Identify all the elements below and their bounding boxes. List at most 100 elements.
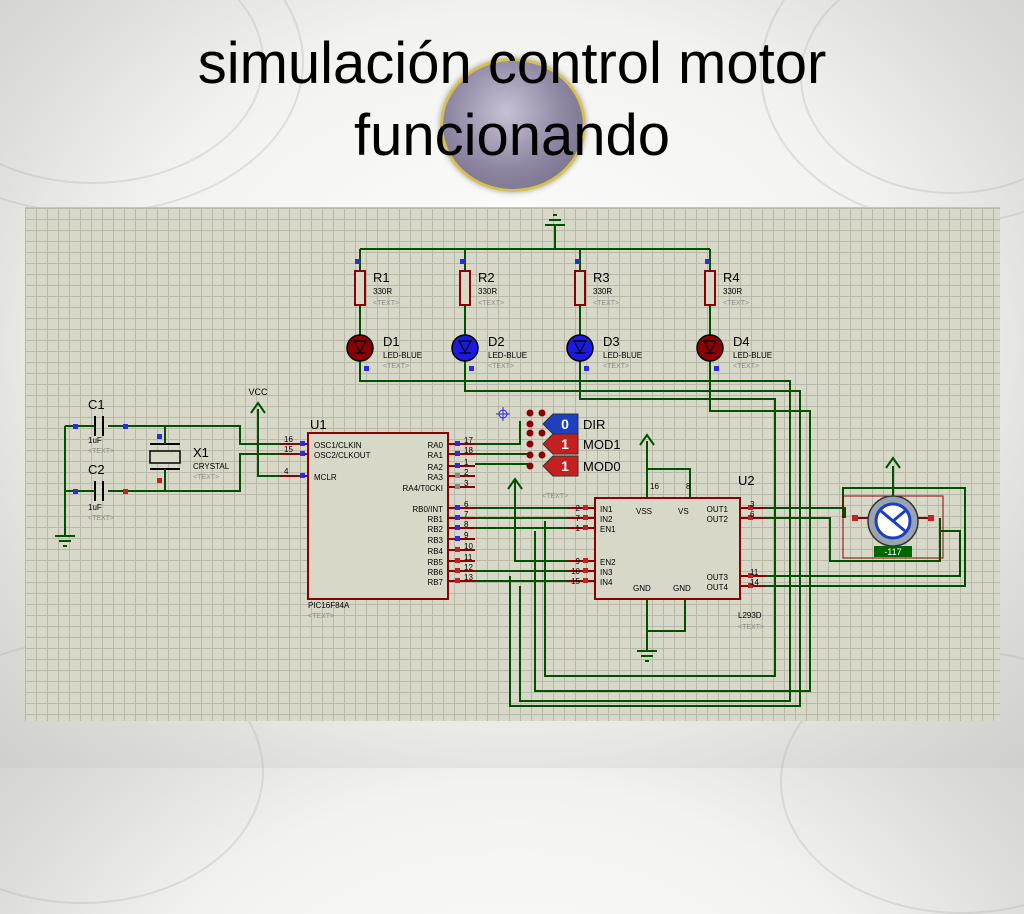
vcc-label: VCC: [248, 387, 268, 397]
resistor-text: <TEXT>: [478, 300, 504, 307]
u2-gnd1-label: GND: [633, 584, 651, 593]
u2-pin-number: 7: [576, 514, 581, 523]
c1-text: <TEXT>: [88, 448, 114, 455]
c1-value: 1uF: [88, 436, 102, 445]
u1-pin-number: 18: [464, 446, 473, 455]
led-text: <TEXT>: [603, 363, 629, 370]
resistor-value: 330R: [373, 287, 392, 296]
u1-pin-number: 4: [284, 467, 289, 476]
c2-text: <TEXT>: [88, 515, 114, 522]
u1-pin-name: MCLR: [314, 473, 337, 482]
u2-pin-number: 3: [750, 500, 755, 509]
resistor-text: <TEXT>: [373, 300, 399, 307]
u1-pin-name: RB2: [427, 525, 443, 534]
u1-pin-name: RB0/INT: [412, 505, 443, 514]
u2-pin-name: IN3: [600, 568, 613, 577]
switch-label: MOD1: [583, 437, 621, 452]
u1-pin-number: 1: [464, 458, 469, 467]
u1-pin-name: RB1: [427, 515, 443, 524]
x1-value: CRYSTAL: [193, 462, 230, 471]
resistor-text: <TEXT>: [723, 300, 749, 307]
led-ref: D3: [603, 334, 620, 349]
u2-gnd2-label: GND: [673, 584, 691, 593]
u1-part: PIC16F84A: [308, 601, 350, 610]
led-value: LED-BLUE: [383, 351, 422, 360]
u1-pin-name: RA4/T0CKI: [403, 484, 443, 493]
c2-value: 1uF: [88, 503, 102, 512]
u1-pin-number: 13: [464, 573, 473, 582]
u2-pin: 7 IN2: [568, 514, 613, 524]
switch-text: <TEXT>: [542, 493, 568, 500]
u1-pin-name: RA1: [427, 451, 443, 460]
resistor-value: 330R: [723, 287, 742, 296]
u1-pin-number: 7: [464, 510, 469, 519]
led-ref: D1: [383, 334, 400, 349]
capacitor-c1[interactable]: C1 1uF <TEXT>: [73, 397, 128, 455]
u1-pin-name: RA2: [427, 463, 443, 472]
u2-pin-name: EN2: [600, 558, 616, 567]
crystal-x1[interactable]: X1 CRYSTAL <TEXT>: [149, 434, 230, 483]
logic-state-mod1[interactable]: 1 MOD1: [526, 429, 621, 455]
c1-ref: C1: [88, 397, 105, 412]
u2-pin-number: 10: [571, 567, 580, 576]
switch-label: DIR: [583, 417, 605, 432]
title-line-1: simulación control motor: [197, 31, 827, 96]
switch-label: MOD0: [583, 459, 621, 474]
u2-pin-name: OUT1: [707, 505, 729, 514]
u2-ref: U2: [738, 473, 755, 488]
u2-pin-name: IN2: [600, 515, 613, 524]
switch-state: 1: [561, 436, 569, 452]
u1-pin-number: 9: [464, 531, 469, 540]
u2-vs-label: VS: [678, 507, 689, 516]
resistor-ref: R4: [723, 270, 740, 285]
u1-pin-number: 15: [284, 445, 293, 454]
motor-reading: -117: [884, 547, 901, 557]
u1-pin-number: 16: [284, 435, 293, 444]
u2-text: <TEXT>: [738, 624, 764, 631]
resistor-ref: R3: [593, 270, 610, 285]
u2-pin: 9 EN2: [568, 557, 616, 567]
resistor-text: <TEXT>: [593, 300, 619, 307]
u1-pin-name: RB4: [427, 547, 443, 556]
resistor-r1[interactable]: R1 330R <TEXT>: [354, 259, 399, 307]
u1-pin-number: 8: [464, 520, 469, 529]
resistor-ref: R1: [373, 270, 390, 285]
decorative-orb: [440, 58, 586, 192]
u2-pin-number: 9: [576, 557, 581, 566]
led-text: <TEXT>: [488, 363, 514, 370]
u1-pic16f84a[interactable]: U1 PIC16F84A <TEXT> 16OSC1/CLKIN15OSC2/C…: [280, 417, 475, 620]
u2-pin-name: OUT4: [707, 583, 729, 592]
u1-pin-number: 2: [464, 468, 469, 477]
u2-pin-name: EN1: [600, 525, 616, 534]
capacitor-c2[interactable]: C2 1uF <TEXT>: [73, 462, 128, 522]
dc-motor[interactable]: -117: [842, 495, 944, 559]
u2-pin-number: 15: [571, 577, 580, 586]
led-ref: D4: [733, 334, 750, 349]
resistor-r4[interactable]: R4 330R <TEXT>: [704, 259, 749, 307]
u1-pin-name: OSC2/CLKOUT: [314, 451, 371, 460]
